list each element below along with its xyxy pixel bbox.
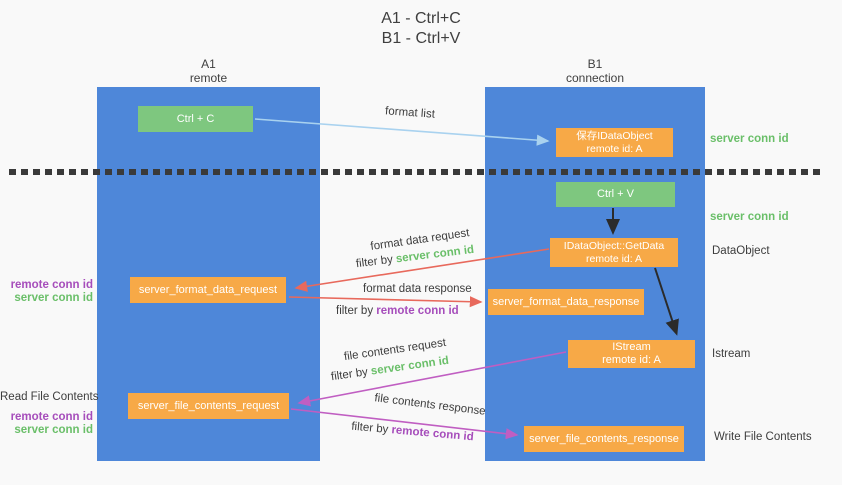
annotation-read-file-contents: Read File Contents: [0, 391, 99, 403]
node-server-file-contents-request-label: server_file_contents_request: [137, 399, 280, 412]
annotation-dataobject: DataObject: [712, 245, 770, 257]
annotation-write-file-contents: Write File Contents: [714, 431, 812, 443]
node-save-idataobject-line1: 保存IDataObject: [576, 129, 653, 142]
column-a-name: A1: [201, 57, 216, 71]
label-format-list: format list: [384, 105, 436, 121]
node-ctrl-v: Ctrl + V: [556, 182, 675, 207]
title-line-1: A1 - Ctrl+C: [381, 10, 461, 27]
node-istream: IStream remote id: A: [568, 340, 695, 368]
column-a-subtitle: remote: [189, 71, 228, 85]
diagram-title: A1 - Ctrl+C B1 - Ctrl+V: [0, 9, 842, 49]
annotation-remote-conn-id-top-left: remote conn id: [10, 279, 93, 291]
dotted-divider-line: [9, 169, 824, 175]
node-save-idataobject-line2: remote id: A: [586, 142, 643, 155]
node-server-file-contents-response-label: server_file_contents_response: [529, 432, 679, 445]
label-filter-by-remote-conn-id-file: filter by remote conn id: [340, 420, 485, 445]
node-istream-line1: IStream: [612, 341, 651, 353]
filter-by-text: filter by: [336, 305, 377, 317]
node-idataobject-getdata: IDataObject::GetData remote id: A: [550, 238, 678, 267]
node-idataobject-getdata-line2: remote id: A: [585, 252, 643, 265]
node-save-idataobject: 保存IDataObject remote id: A: [556, 128, 673, 157]
column-b-name: B1: [587, 57, 603, 71]
node-ctrl-c-label: Ctrl + C: [176, 112, 215, 125]
filter-by-text: filter by: [330, 365, 372, 384]
remote-conn-id-text: remote conn id: [390, 424, 475, 444]
node-idataobject-getdata-line1: IDataObject::GetData: [563, 239, 665, 252]
label-filter-by-remote-conn-id-format: filter by remote conn id: [336, 305, 459, 317]
column-b-subtitle: connection: [565, 71, 625, 85]
annotation-remote-conn-id-bottom-left: remote conn id: [10, 411, 93, 423]
annotation-istream: Istream: [712, 348, 751, 360]
node-server-format-data-response-label: server_format_data_response: [492, 295, 640, 308]
node-istream-line2: remote id: A: [602, 354, 661, 366]
node-ctrl-c: Ctrl + C: [138, 106, 253, 132]
label-format-data-response: format data response: [363, 283, 472, 295]
annotation-server-conn-id-top-left: server conn id: [14, 292, 93, 304]
node-server-format-data-request-label: server_format_data_request: [138, 283, 278, 296]
remote-conn-id-text: remote conn id: [376, 305, 459, 317]
filter-by-text: filter by: [355, 253, 397, 271]
node-server-format-data-request: server_format_data_request: [130, 277, 286, 303]
column-a-header: A1 remote: [97, 57, 320, 85]
node-server-file-contents-request: server_file_contents_request: [128, 393, 289, 419]
annotation-server-conn-id-mid-right: server conn id: [710, 211, 789, 223]
node-server-file-contents-response: server_file_contents_response: [524, 426, 684, 452]
filter-by-text: filter by: [350, 420, 393, 437]
column-b-header: B1 connection: [485, 57, 705, 85]
annotation-server-conn-id-top-right: server conn id: [710, 133, 789, 145]
server-conn-id-text: server conn id: [370, 354, 450, 378]
title-line-2: B1 - Ctrl+V: [381, 30, 461, 47]
node-server-format-data-response: server_format_data_response: [488, 289, 644, 315]
annotation-server-conn-id-bottom-left: server conn id: [14, 424, 93, 436]
label-file-contents-response: file contents response: [373, 392, 487, 418]
node-ctrl-v-label: Ctrl + V: [597, 188, 634, 200]
